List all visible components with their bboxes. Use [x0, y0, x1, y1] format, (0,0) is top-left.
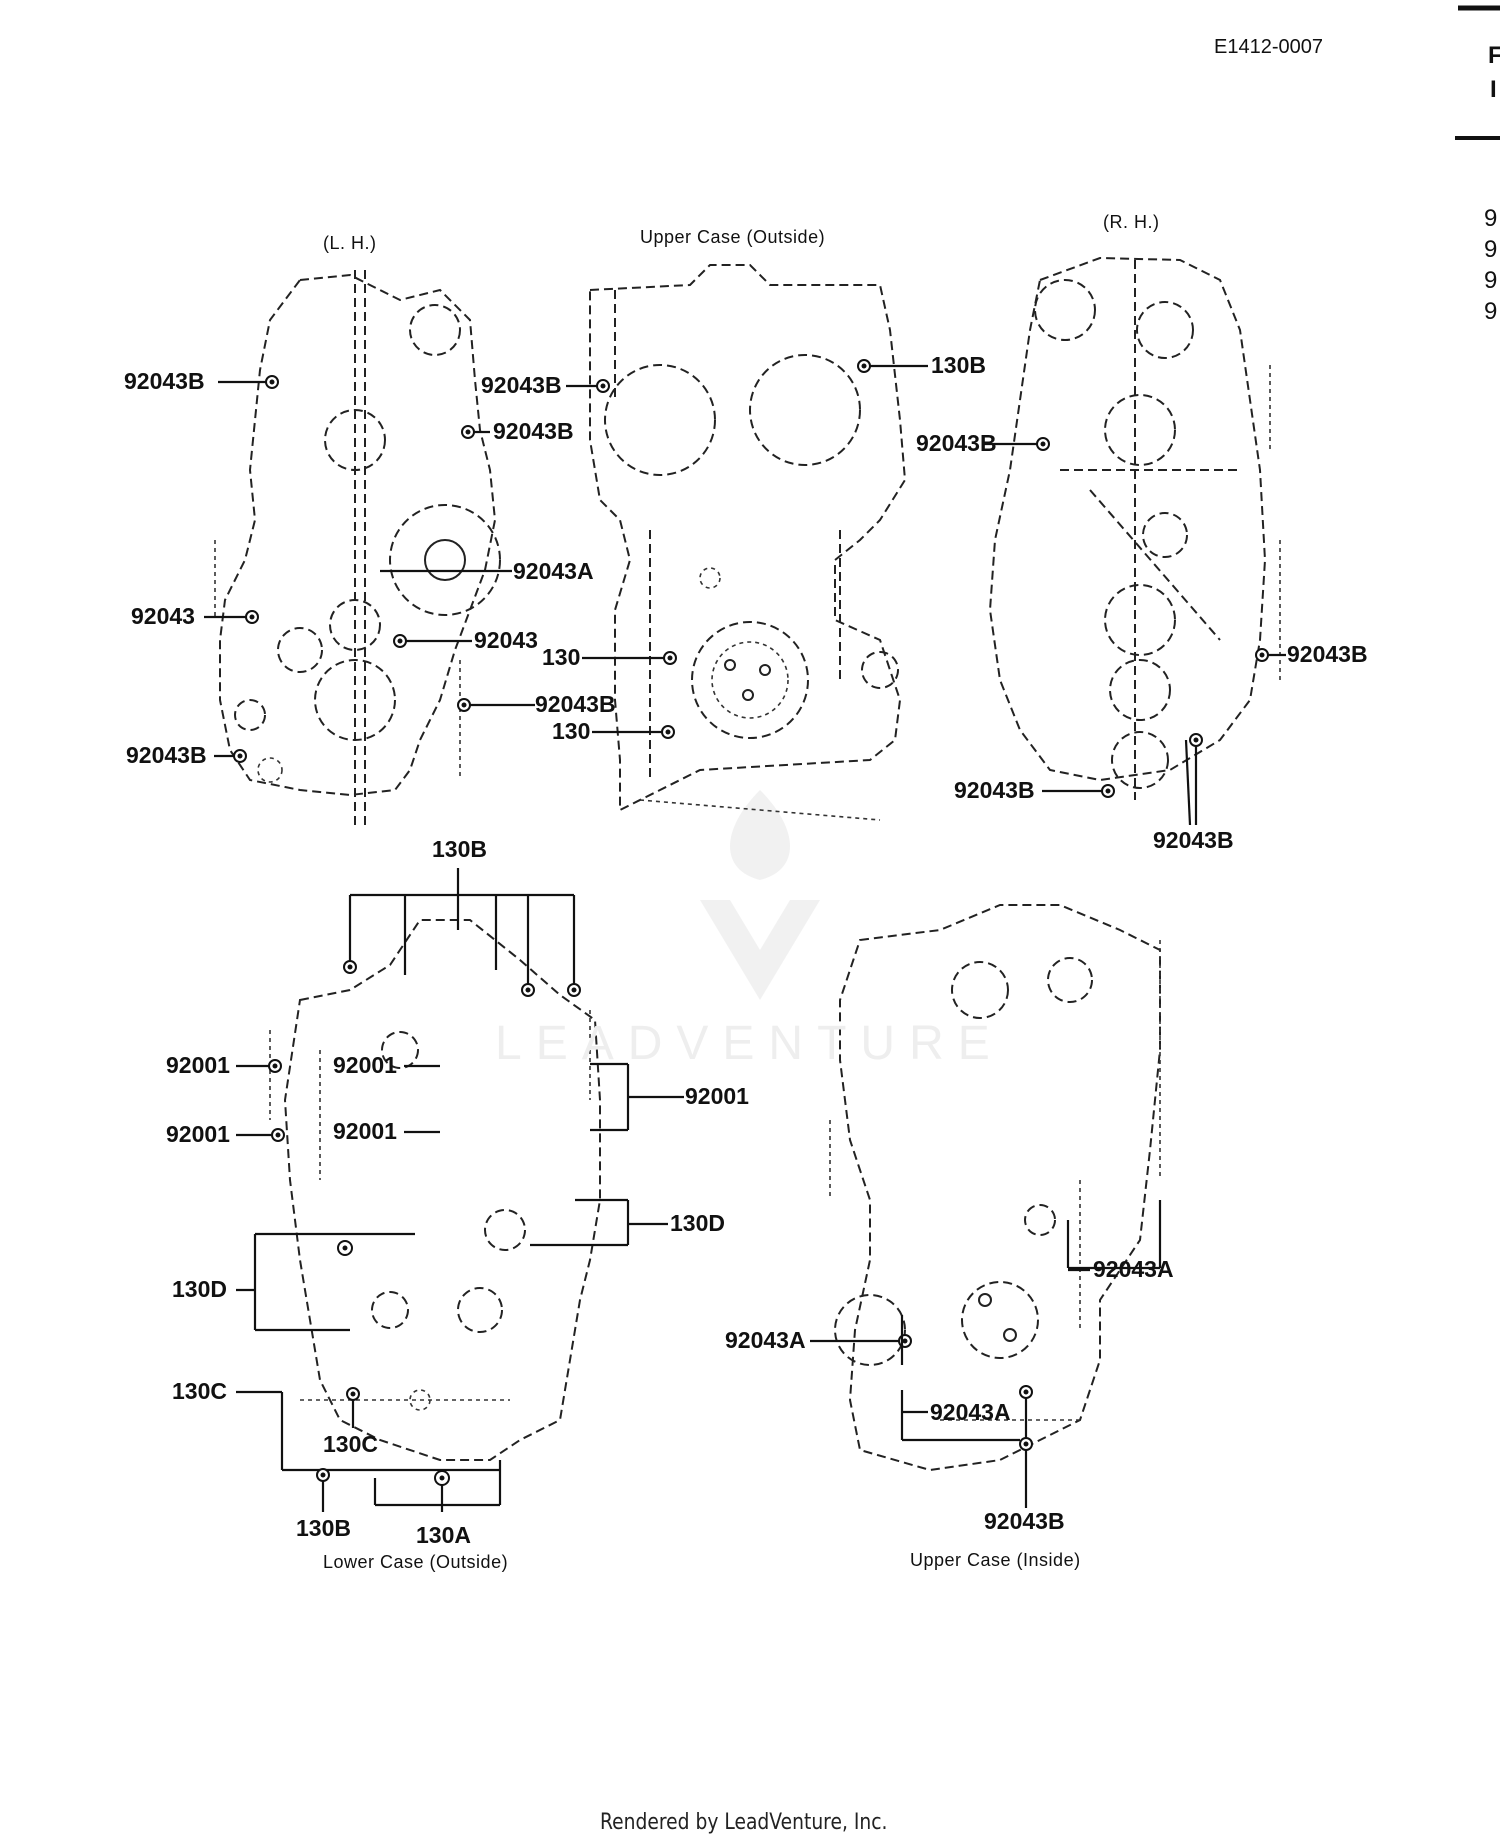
upper-inside-crankcase-drawing	[829, 904, 1161, 1472]
callout-label: 92043B	[493, 418, 574, 444]
view-caption-lower-outside: Lower Case (Outside)	[323, 1552, 509, 1572]
callout-label: 92043B	[1287, 641, 1368, 667]
callout-label: 92043B	[481, 372, 562, 398]
callout-label: 92043B	[954, 777, 1035, 803]
callout-label: 92043B	[124, 368, 205, 394]
watermark-brand: LEADVENTURE	[495, 1017, 1004, 1070]
leader-lines	[204, 359, 1286, 1512]
callout-label: 92001	[333, 1118, 397, 1144]
callout-label: 92001	[166, 1121, 230, 1147]
view-caption-upper-inside: Upper Case (Inside)	[910, 1550, 1081, 1570]
callout-label: 92043B	[1153, 827, 1234, 853]
callout-label: 130A	[416, 1522, 471, 1548]
view-caption-rh: (R. H.)	[1103, 212, 1160, 232]
callout-label: 92043B	[984, 1508, 1065, 1534]
callout-label: 130	[552, 718, 591, 744]
edge-list-item: 9	[1484, 236, 1498, 263]
callout-label: 130B	[931, 352, 986, 378]
view-caption-lh: (L. H.)	[323, 233, 377, 253]
footer-credit: Rendered by LeadVenture, Inc.	[600, 1810, 888, 1835]
edge-letter-top: F	[1488, 42, 1500, 69]
callout-label: 92043	[131, 603, 195, 629]
callout-label: 92043B	[916, 430, 997, 456]
upper-outside-crankcase-drawing	[589, 264, 907, 821]
callout-label: 92043	[474, 627, 538, 653]
callout-label: 92043A	[725, 1327, 806, 1353]
lh-crankcase-drawing	[214, 270, 501, 830]
callout-label: 92043B	[126, 742, 207, 768]
callout-label: 130D	[670, 1210, 725, 1236]
lower-outside-crankcase-drawing	[269, 919, 601, 1461]
edge-letter-bottom: I	[1490, 76, 1497, 103]
view-caption-upper-outside: Upper Case (Outside)	[640, 227, 826, 247]
callout-label: 92043A	[930, 1399, 1011, 1425]
callout-label: 92043A	[1093, 1256, 1174, 1282]
rh-crankcase-drawing	[988, 256, 1281, 800]
document-code: E1412-0007	[1214, 36, 1323, 58]
edge-list-item: 9	[1484, 205, 1498, 232]
callout-label: 92043B	[535, 691, 616, 717]
watermark-logo	[700, 790, 820, 1000]
callout-label: 130C	[323, 1431, 378, 1457]
callout-label: 130B	[296, 1515, 351, 1541]
callout-label: 92001	[166, 1052, 230, 1078]
edge-list-item: 9	[1484, 298, 1498, 325]
callout-label: 130D	[172, 1276, 227, 1302]
callout-label: 130B	[432, 836, 487, 862]
callout-label: 92001	[685, 1083, 749, 1109]
edge-list-item: 9	[1484, 267, 1498, 294]
callout-label: 130	[542, 644, 581, 670]
callout-label: 92043A	[513, 558, 594, 584]
callout-label: 92001	[333, 1052, 397, 1078]
callout-label: 130C	[172, 1378, 227, 1404]
